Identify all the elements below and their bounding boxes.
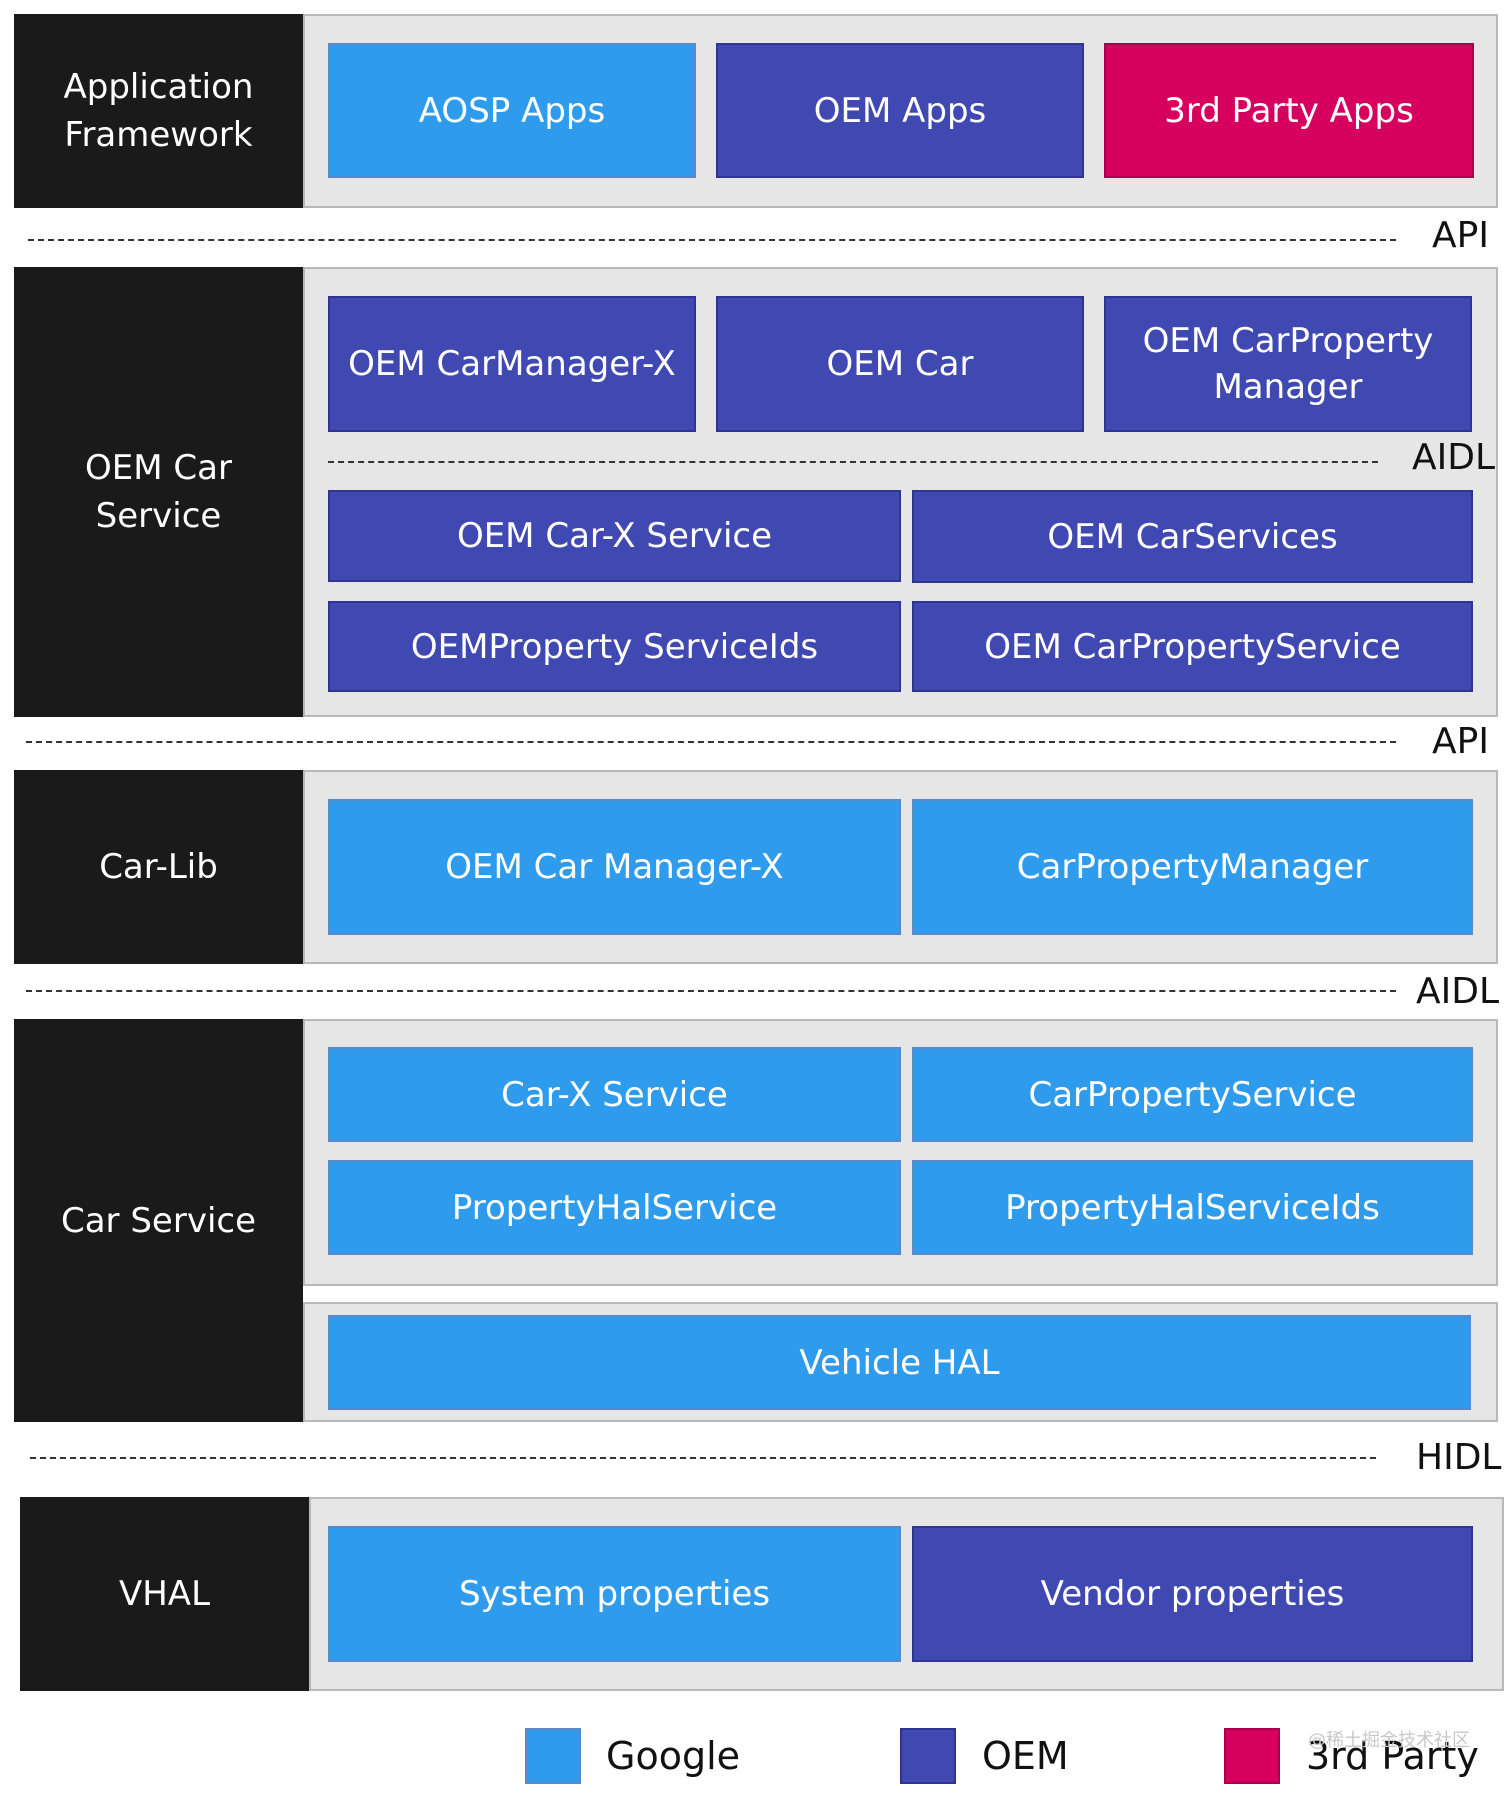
separator-label-aidl: AIDL [1416, 971, 1500, 1012]
legend-label-oem: OEM [982, 1734, 1069, 1778]
separator-hidl [30, 1457, 1376, 1459]
separator-label-aidl-inner: AIDL [1412, 437, 1496, 478]
layer-label-vhal: VHAL [20, 1497, 309, 1691]
box-carpropertyservice: CarPropertyService [912, 1047, 1473, 1142]
box-3rd-party-apps: 3rd Party Apps [1104, 43, 1474, 178]
box-oem-car-manager-x: OEM Car Manager-X [328, 799, 901, 935]
box-vehicle-hal: Vehicle HAL [328, 1315, 1471, 1410]
layer-label-oem-car-service: OEM Car Service [14, 267, 303, 717]
box-propertyhalservice: PropertyHalService [328, 1160, 901, 1255]
box-oem-car: OEM Car [716, 296, 1084, 432]
box-aosp-apps: AOSP Apps [328, 43, 696, 178]
separator-aidl-inner [328, 461, 1378, 463]
box-car-x-service: Car-X Service [328, 1047, 901, 1142]
box-carpropertymanager: CarPropertyManager [912, 799, 1473, 935]
separator-api-1 [28, 239, 1396, 241]
layer-label-application-framework: Application Framework [14, 14, 303, 208]
layer-label-car-lib: Car-Lib [14, 770, 303, 964]
watermark: @稀土掘金技术社区 [1308, 1730, 1470, 1751]
legend-swatch-oem [900, 1728, 956, 1784]
legend-label-google: Google [606, 1734, 741, 1778]
box-vendor-properties: Vendor properties [912, 1526, 1473, 1662]
box-oem-apps: OEM Apps [716, 43, 1084, 178]
box-oem-carpropertyservice: OEM CarPropertyService [912, 601, 1473, 692]
box-oem-car-x-service: OEM Car-X Service [328, 490, 901, 582]
legend-swatch-3rd-party [1224, 1728, 1280, 1784]
box-oem-carproperty-manager: OEM CarProperty Manager [1104, 296, 1472, 432]
separator-aidl [26, 990, 1396, 992]
box-oem-carservices: OEM CarServices [912, 490, 1473, 583]
separator-label-api-2: API [1432, 721, 1489, 762]
box-propertyhalserviceids: PropertyHalServiceIds [912, 1160, 1473, 1255]
box-oemproperty-serviceids: OEMProperty ServiceIds [328, 601, 901, 692]
separator-label-api-1: API [1432, 215, 1489, 256]
separator-label-hidl: HIDL [1416, 1437, 1502, 1478]
box-system-properties: System properties [328, 1526, 901, 1662]
box-oem-carmanager-x: OEM CarManager-X [328, 296, 696, 432]
layer-label-car-service: Car Service [14, 1019, 303, 1422]
separator-api-2 [26, 741, 1396, 743]
legend-swatch-google [525, 1728, 581, 1784]
legend-label-3rd-party: 3rd Party [1306, 1734, 1479, 1778]
